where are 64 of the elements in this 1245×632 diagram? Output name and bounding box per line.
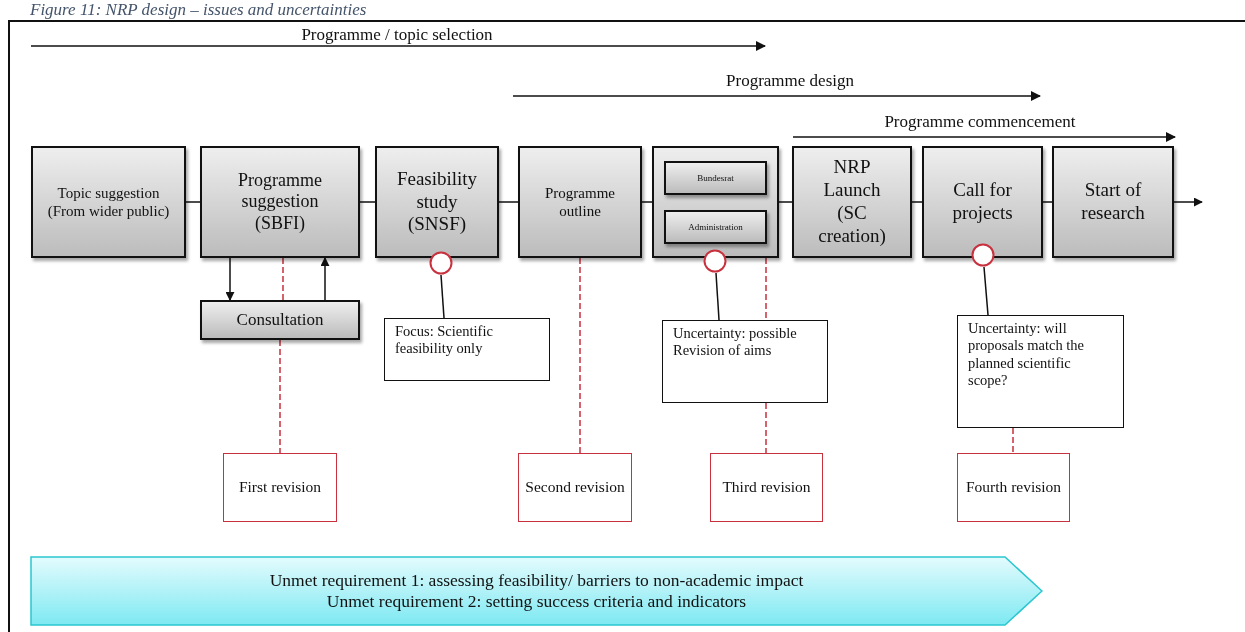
dashed-line: [279, 339, 281, 454]
node-label: Administration: [688, 221, 743, 233]
requirement-banner: [30, 556, 1043, 626]
process-box: [31, 146, 186, 258]
arrow: [320, 257, 330, 301]
connector-line: [778, 201, 793, 203]
callout-box: [384, 318, 550, 381]
marker-circle: [703, 249, 727, 273]
revision-box: [957, 453, 1070, 522]
node-label: Programme suggestion (SBFI): [237, 169, 323, 235]
revision-box: [223, 453, 337, 522]
process-box: [922, 146, 1043, 258]
dashed-line: [765, 402, 767, 454]
process-box: [200, 300, 360, 340]
node-label: Fourth revision: [965, 478, 1062, 497]
group-box: [652, 146, 779, 258]
callout-text: Focus: Scientific feasibility only: [395, 323, 494, 358]
node-label: Programme outline: [544, 184, 616, 220]
callout-box: [957, 315, 1124, 428]
node-label: Second revision: [525, 478, 625, 497]
leader-line: [715, 272, 720, 321]
node-label: Consultation: [236, 309, 324, 331]
dashed-line: [1012, 427, 1014, 454]
node-label: Call for projects: [951, 179, 1014, 225]
connector-line: [498, 201, 519, 203]
phase-label: Programme commencement: [884, 112, 1076, 132]
arrow: [225, 257, 235, 301]
node-label: Third revision: [722, 478, 811, 497]
connector-line: [359, 201, 376, 203]
node-label: Start of research: [1080, 179, 1146, 225]
marker-circle: [429, 251, 453, 275]
leader-line: [983, 266, 989, 316]
process-box: [1052, 146, 1174, 258]
dashed-line: [282, 257, 284, 301]
leader-line: [440, 274, 445, 319]
revision-box: [518, 453, 632, 522]
dashed-line: [579, 257, 581, 454]
sub-box: [664, 161, 767, 195]
callout-box: [662, 320, 828, 403]
figure-title: Figure 11: NRP design – issues and uncertainties: [30, 0, 367, 20]
sub-box: [664, 210, 767, 244]
dashed-line: [765, 257, 767, 321]
phase-label: Programme design: [726, 71, 854, 91]
revision-box: [710, 453, 823, 522]
connector-line: [911, 201, 923, 203]
arrow: [1173, 197, 1203, 207]
connector-line: [185, 201, 201, 203]
node-label: First revision: [238, 478, 322, 497]
node-label: Feasibility study (SNSF): [395, 167, 479, 237]
process-box: [518, 146, 642, 258]
node-label: Topic suggestion (From wider public): [47, 184, 170, 220]
process-box: [200, 146, 360, 258]
callout-text: Uncertainty: possible Revision of aims: [673, 325, 798, 360]
requirement-text: Unmet requirement 1: assessing feasibility/ barriers to non-academic impact: [269, 570, 804, 591]
process-box: [375, 146, 499, 258]
connector-line: [641, 201, 653, 203]
process-box: [792, 146, 912, 258]
requirement-text: Unmet requirement 2: setting success criteria and indicators: [326, 591, 747, 612]
marker-circle: [971, 243, 995, 267]
callout-text: Uncertainty: will proposals match the planned scientific scope?: [968, 320, 1085, 390]
node-label: Bundesrat: [697, 172, 734, 184]
node-label: NRP Launch (SC creation): [817, 156, 887, 248]
phase-label: Programme / topic selection: [301, 25, 493, 45]
connector-line: [1042, 201, 1053, 203]
